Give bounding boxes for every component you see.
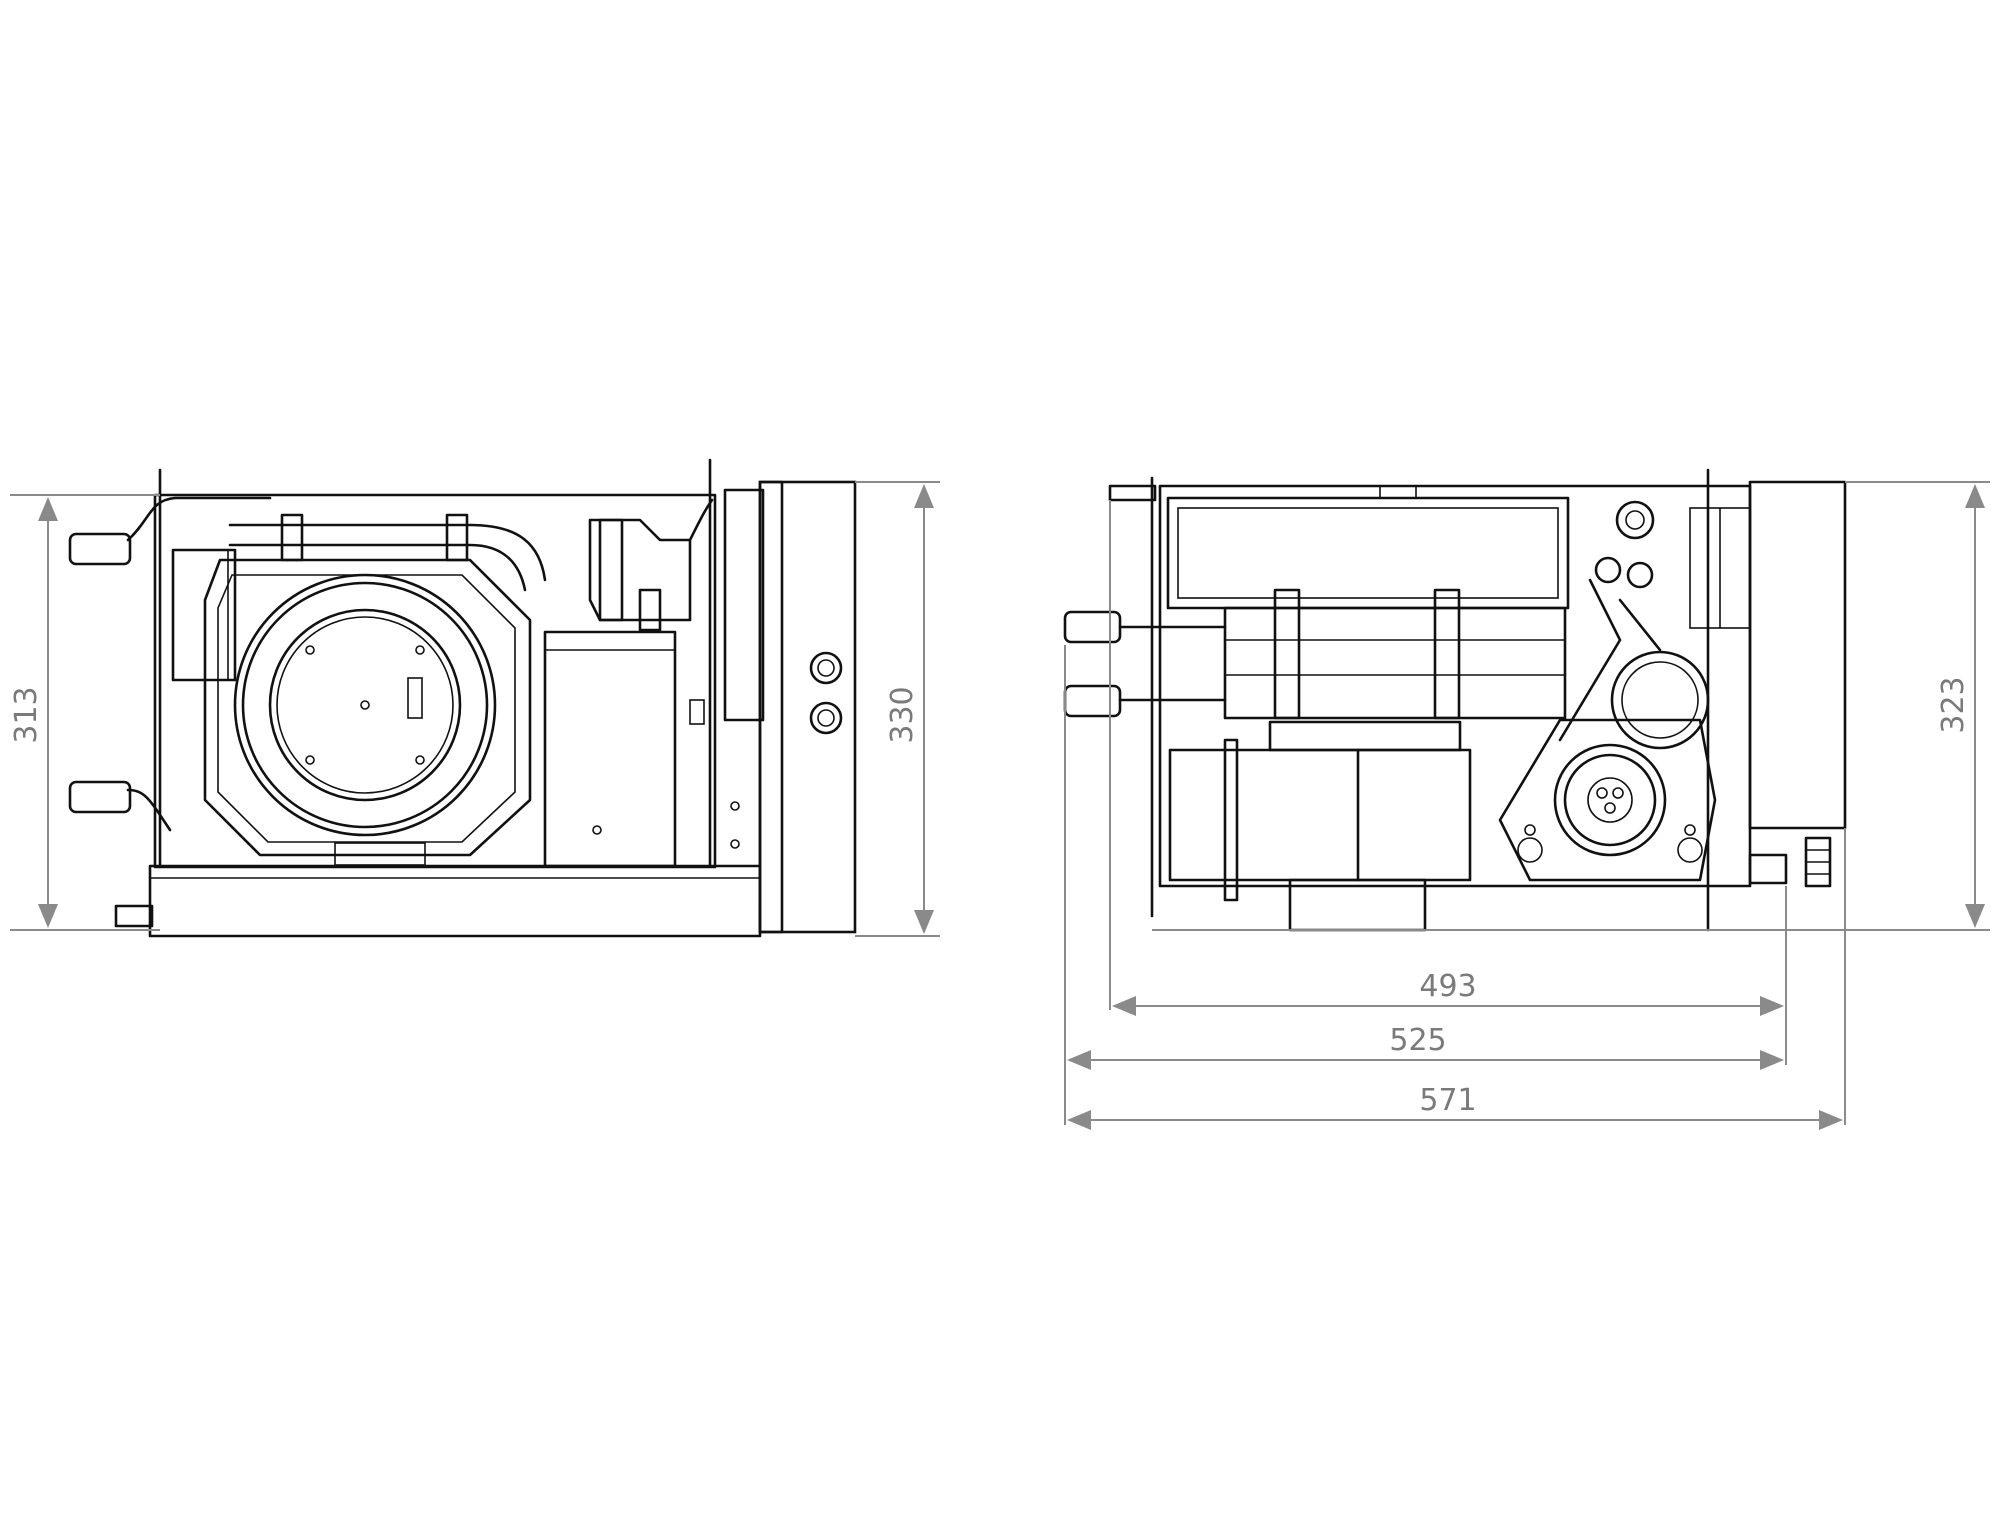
motor-base xyxy=(1288,878,1427,932)
blower-housing xyxy=(203,558,532,857)
front-view-dimensions: 323 493 525 571 xyxy=(1064,481,1990,1130)
tube-bundle xyxy=(1223,606,1567,720)
dim-label-493: 493 xyxy=(1419,969,1476,1004)
service-port-lower xyxy=(809,701,843,735)
base-foot-left xyxy=(114,904,154,928)
pipe-stub-upper xyxy=(68,532,132,566)
dim-label-571: 571 xyxy=(1419,1083,1476,1118)
compressor-bracket xyxy=(1498,718,1717,882)
front-frame xyxy=(1158,484,1752,888)
blower-wheel-inner xyxy=(268,608,462,802)
dim-label-525: 525 xyxy=(1389,1023,1446,1058)
side-view xyxy=(68,458,857,938)
refrigerant-tube-top xyxy=(228,523,547,582)
dim-label-313: 313 xyxy=(9,686,44,743)
heat-exchanger xyxy=(1166,496,1570,610)
motor-enclosure xyxy=(543,630,677,868)
compressor-top xyxy=(1610,650,1710,750)
valve-assembly xyxy=(588,518,692,622)
front-pipe-upper xyxy=(1063,610,1122,644)
blower-drum xyxy=(1168,748,1472,882)
condenser-panel xyxy=(758,480,857,934)
pipe-stub-lower xyxy=(68,780,132,814)
base-tray xyxy=(148,864,762,938)
side-view-dimensions: 313 330 xyxy=(9,481,940,937)
side-frame xyxy=(153,493,717,869)
blower-wheel-outer xyxy=(233,573,497,837)
valve-top xyxy=(1615,500,1655,540)
dim-label-330: 330 xyxy=(885,686,920,743)
front-pipe-lower xyxy=(1063,684,1122,718)
compressor-body xyxy=(1553,743,1667,857)
side-panel xyxy=(1748,480,1847,830)
front-view xyxy=(1063,468,1847,932)
dim-label-323: 323 xyxy=(1936,676,1971,733)
service-port-upper xyxy=(809,651,843,685)
